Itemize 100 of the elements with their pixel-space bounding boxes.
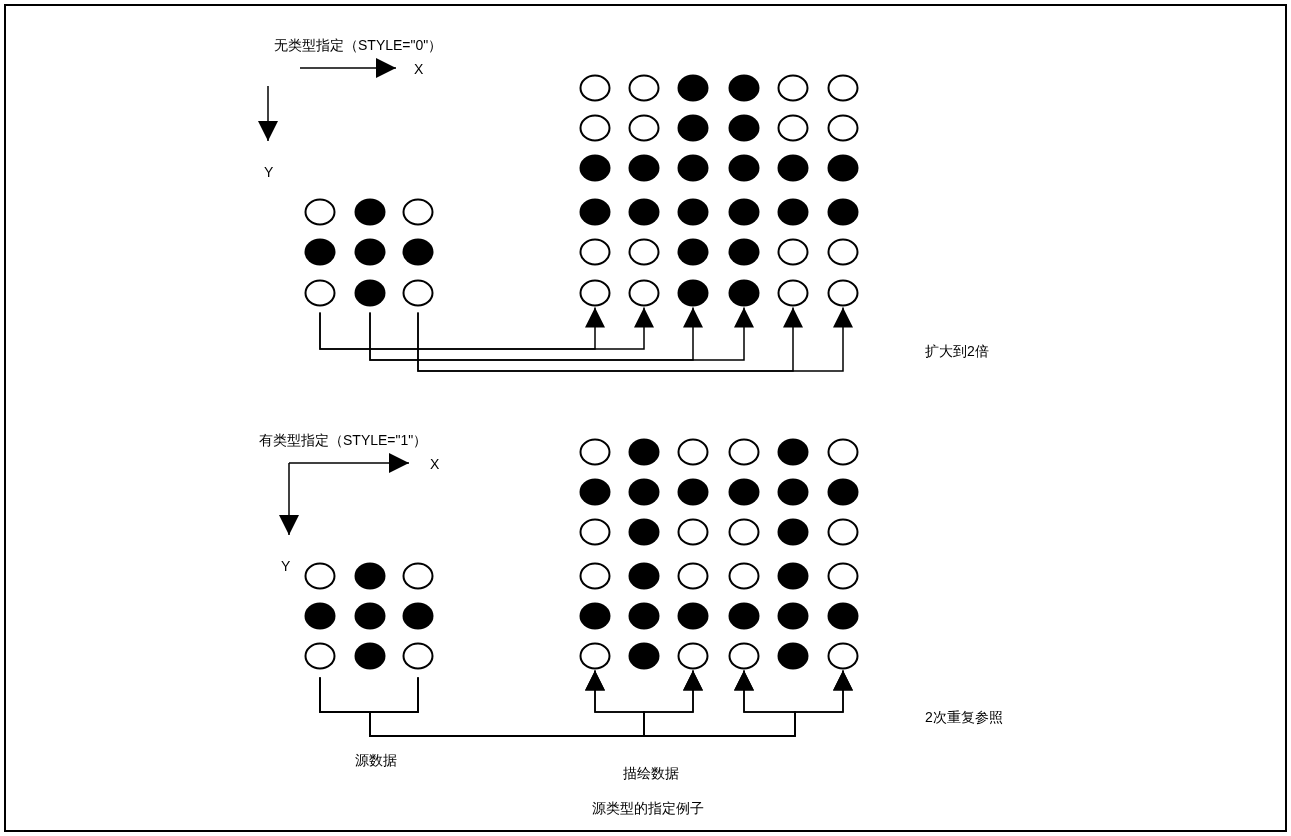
filled-dot: [402, 602, 434, 630]
hollow-dot: [827, 438, 859, 466]
hollow-dot: [827, 518, 859, 546]
hollow-dot: [304, 562, 336, 590]
filled-dot: [777, 602, 809, 630]
filled-dot: [728, 114, 760, 142]
hollow-dot: [628, 114, 660, 142]
hollow-dot: [628, 74, 660, 102]
filled-dot: [628, 562, 660, 590]
filled-dot: [628, 438, 660, 466]
hollow-dot: [827, 74, 859, 102]
section-heading: 有类型指定（STYLE="1"）: [259, 432, 428, 448]
filled-dot: [354, 642, 386, 670]
filled-dot: [628, 154, 660, 182]
filled-dot: [677, 154, 709, 182]
filled-dot: [777, 518, 809, 546]
hollow-dot: [827, 562, 859, 590]
filled-dot: [677, 478, 709, 506]
hollow-dot: [579, 238, 611, 266]
filled-dot: [728, 74, 760, 102]
caption: 源类型的指定例子: [592, 800, 704, 816]
filled-dot: [777, 642, 809, 670]
hollow-dot: [827, 642, 859, 670]
filled-dot: [354, 238, 386, 266]
axis-label: X: [414, 61, 424, 77]
filled-dot: [628, 198, 660, 226]
hollow-dot: [579, 438, 611, 466]
hollow-dot: [402, 198, 434, 226]
filled-dot: [579, 154, 611, 182]
hollow-dot: [579, 74, 611, 102]
hollow-dot: [628, 238, 660, 266]
axis-label: X: [430, 456, 440, 472]
hollow-dot: [777, 279, 809, 307]
filled-dot: [827, 602, 859, 630]
axis-label: Y: [264, 164, 274, 180]
filled-dot: [728, 198, 760, 226]
hollow-dot: [402, 642, 434, 670]
filled-dot: [354, 198, 386, 226]
filled-dot: [402, 238, 434, 266]
hollow-dot: [579, 279, 611, 307]
note-text: 扩大到2倍: [925, 343, 989, 359]
filled-dot: [677, 74, 709, 102]
filled-dot: [827, 478, 859, 506]
filled-dot: [728, 602, 760, 630]
hollow-dot: [728, 642, 760, 670]
hollow-dot: [677, 642, 709, 670]
filled-dot: [579, 478, 611, 506]
hollow-dot: [402, 562, 434, 590]
hollow-dot: [677, 518, 709, 546]
filled-dot: [354, 602, 386, 630]
hollow-dot: [827, 114, 859, 142]
hollow-dot: [579, 114, 611, 142]
filled-dot: [777, 478, 809, 506]
filled-dot: [728, 238, 760, 266]
filled-dot: [777, 198, 809, 226]
filled-dot: [777, 438, 809, 466]
filled-dot: [628, 602, 660, 630]
filled-dot: [728, 478, 760, 506]
note-text: 2次重复参照: [925, 709, 1003, 725]
filled-dot: [827, 154, 859, 182]
hollow-dot: [579, 642, 611, 670]
hollow-dot: [677, 562, 709, 590]
hollow-dot: [827, 279, 859, 307]
filled-dot: [677, 198, 709, 226]
hollow-dot: [579, 518, 611, 546]
hollow-dot: [304, 198, 336, 226]
axis-label: Y: [281, 558, 291, 574]
filled-dot: [304, 238, 336, 266]
hollow-dot: [402, 279, 434, 307]
hollow-dot: [827, 238, 859, 266]
filled-dot: [628, 642, 660, 670]
filled-dot: [777, 562, 809, 590]
hollow-dot: [628, 279, 660, 307]
hollow-dot: [777, 238, 809, 266]
hollow-dot: [728, 562, 760, 590]
group-label: 源数据: [355, 752, 397, 768]
filled-dot: [354, 279, 386, 307]
filled-dot: [677, 238, 709, 266]
filled-dot: [677, 602, 709, 630]
filled-dot: [579, 602, 611, 630]
filled-dot: [677, 279, 709, 307]
filled-dot: [354, 562, 386, 590]
hollow-dot: [728, 438, 760, 466]
hollow-dot: [677, 438, 709, 466]
hollow-dot: [777, 74, 809, 102]
filled-dot: [677, 114, 709, 142]
hollow-dot: [304, 279, 336, 307]
filled-dot: [579, 198, 611, 226]
hollow-dot: [728, 518, 760, 546]
filled-dot: [628, 518, 660, 546]
section-heading: 无类型指定（STYLE="0"）: [274, 37, 443, 53]
filled-dot: [777, 154, 809, 182]
filled-dot: [304, 602, 336, 630]
hollow-dot: [304, 642, 336, 670]
filled-dot: [628, 478, 660, 506]
filled-dot: [728, 279, 760, 307]
group-label: 描绘数据: [623, 765, 679, 781]
hollow-dot: [579, 562, 611, 590]
filled-dot: [827, 198, 859, 226]
hollow-dot: [777, 114, 809, 142]
